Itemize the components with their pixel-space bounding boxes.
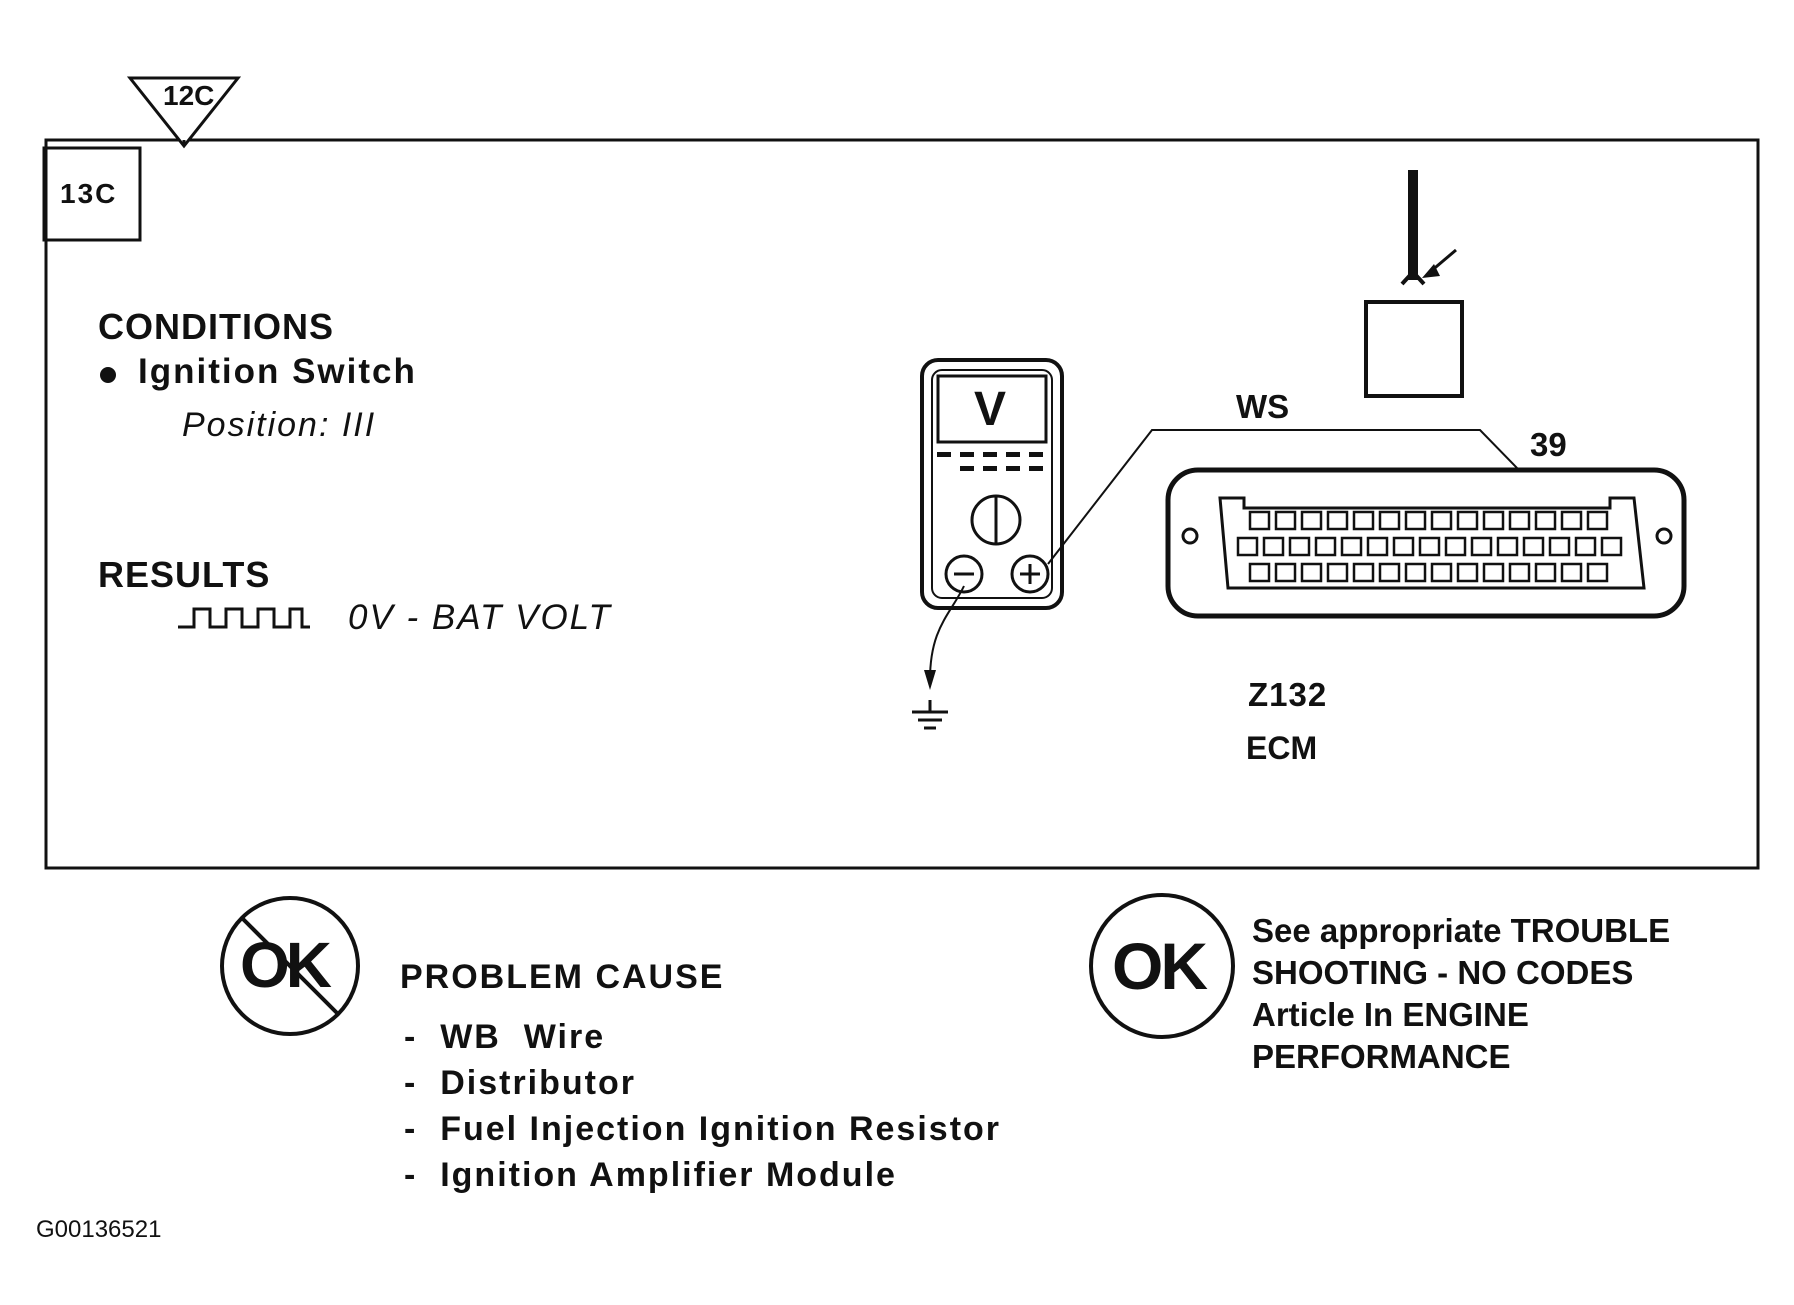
back-probe-icon [1364, 170, 1464, 398]
positive-terminal-icon [1010, 554, 1050, 594]
connector-pin [1444, 536, 1467, 557]
connector-pin [1392, 536, 1415, 557]
cause-item: - Ignition Amplifier Module [404, 1156, 897, 1194]
ok-instructions: See appropriate TROUBLE SHOOTING - NO CO… [1252, 910, 1670, 1078]
connector-pin [1560, 510, 1583, 531]
connector-pin [1522, 536, 1545, 557]
square-wave-symbol [178, 607, 310, 629]
wire-color-label: WS [1236, 388, 1290, 425]
not-ok-symbol: OK [220, 896, 360, 1036]
problem-cause-heading: PROBLEM CAUSE [400, 958, 725, 996]
voltmeter-icon [920, 358, 1064, 610]
connector-pin [1248, 562, 1271, 583]
cause-item: - WB Wire [404, 1018, 606, 1056]
connector-pin [1352, 510, 1375, 531]
connector-pin [1326, 562, 1349, 583]
connector-pin [1404, 562, 1427, 583]
connector-pin [1600, 536, 1623, 557]
connector-pin [1248, 510, 1271, 531]
step-box [42, 146, 142, 242]
connector-pin [1470, 536, 1493, 557]
ground-icon [912, 700, 948, 730]
ok-instruction-line: Article In ENGINE [1252, 996, 1529, 1033]
connector-pin [1456, 510, 1479, 531]
meter-display-label: V [974, 383, 1007, 436]
connector-pin [1314, 536, 1337, 557]
figure-id: G00136521 [36, 1216, 162, 1243]
connector-pin [1300, 562, 1323, 583]
connector-pin [1236, 536, 1259, 557]
connector-pin [1586, 562, 1609, 583]
connector-pin [1352, 562, 1375, 583]
connector-pin [1534, 562, 1557, 583]
connector-pin [1496, 536, 1519, 557]
previous-step-triangle [126, 76, 242, 149]
negative-terminal-icon [944, 554, 984, 594]
step-label: 13C [60, 178, 118, 209]
connector-pin [1340, 536, 1363, 557]
ok-symbol-text: OK [1112, 929, 1208, 1003]
connector-pin [1378, 562, 1401, 583]
connector-name-label: ECM [1246, 730, 1318, 766]
condition-position: Position: III [182, 406, 377, 444]
connector-pin [1548, 536, 1571, 557]
ok-instruction-line: PERFORMANCE [1252, 1038, 1511, 1075]
connector-pin [1586, 510, 1609, 531]
bullet-dot [100, 367, 116, 383]
cause-item: - Distributor [404, 1064, 636, 1102]
connector-pin [1274, 562, 1297, 583]
connector-pin [1326, 510, 1349, 531]
conditions-heading: CONDITIONS [98, 306, 335, 347]
connector-pin [1482, 562, 1505, 583]
connector-pin [1366, 536, 1389, 557]
ok-instruction-line: SHOOTING - NO CODES [1252, 954, 1634, 991]
previous-step-label: 12C [163, 80, 215, 111]
connector-id-label: Z132 [1248, 676, 1328, 713]
connector-pin [1508, 562, 1531, 583]
ecm-connector-icon [1165, 467, 1687, 619]
cause-item: - Fuel Injection Ignition Resistor [404, 1110, 1002, 1148]
pin-number-label: 39 [1530, 426, 1567, 463]
connector-pin [1508, 510, 1531, 531]
ok-symbol: OK [1088, 892, 1236, 1040]
connector-pin [1560, 562, 1583, 583]
connector-pin [1482, 510, 1505, 531]
connector-pin [1404, 510, 1427, 531]
ok-instruction-line: See appropriate TROUBLE [1252, 912, 1671, 949]
connector-pin [1430, 510, 1453, 531]
connector-pin [1534, 510, 1557, 531]
connector-pin [1418, 536, 1441, 557]
connector-pin [1574, 536, 1597, 557]
connector-pin [1262, 536, 1285, 557]
ground-lead [929, 585, 965, 681]
connector-pin [1430, 562, 1453, 583]
connector-pin [1274, 510, 1297, 531]
condition-item: Ignition Switch [138, 352, 417, 391]
connector-pin [1288, 536, 1311, 557]
connector-pin [1456, 562, 1479, 583]
connector-pin [1300, 510, 1323, 531]
connector-pin [1378, 510, 1401, 531]
results-value: 0V - BAT VOLT [348, 598, 612, 637]
main-frame [44, 138, 1760, 870]
results-heading: RESULTS [98, 554, 271, 595]
not-ok-symbol-text: OK [240, 929, 332, 1001]
